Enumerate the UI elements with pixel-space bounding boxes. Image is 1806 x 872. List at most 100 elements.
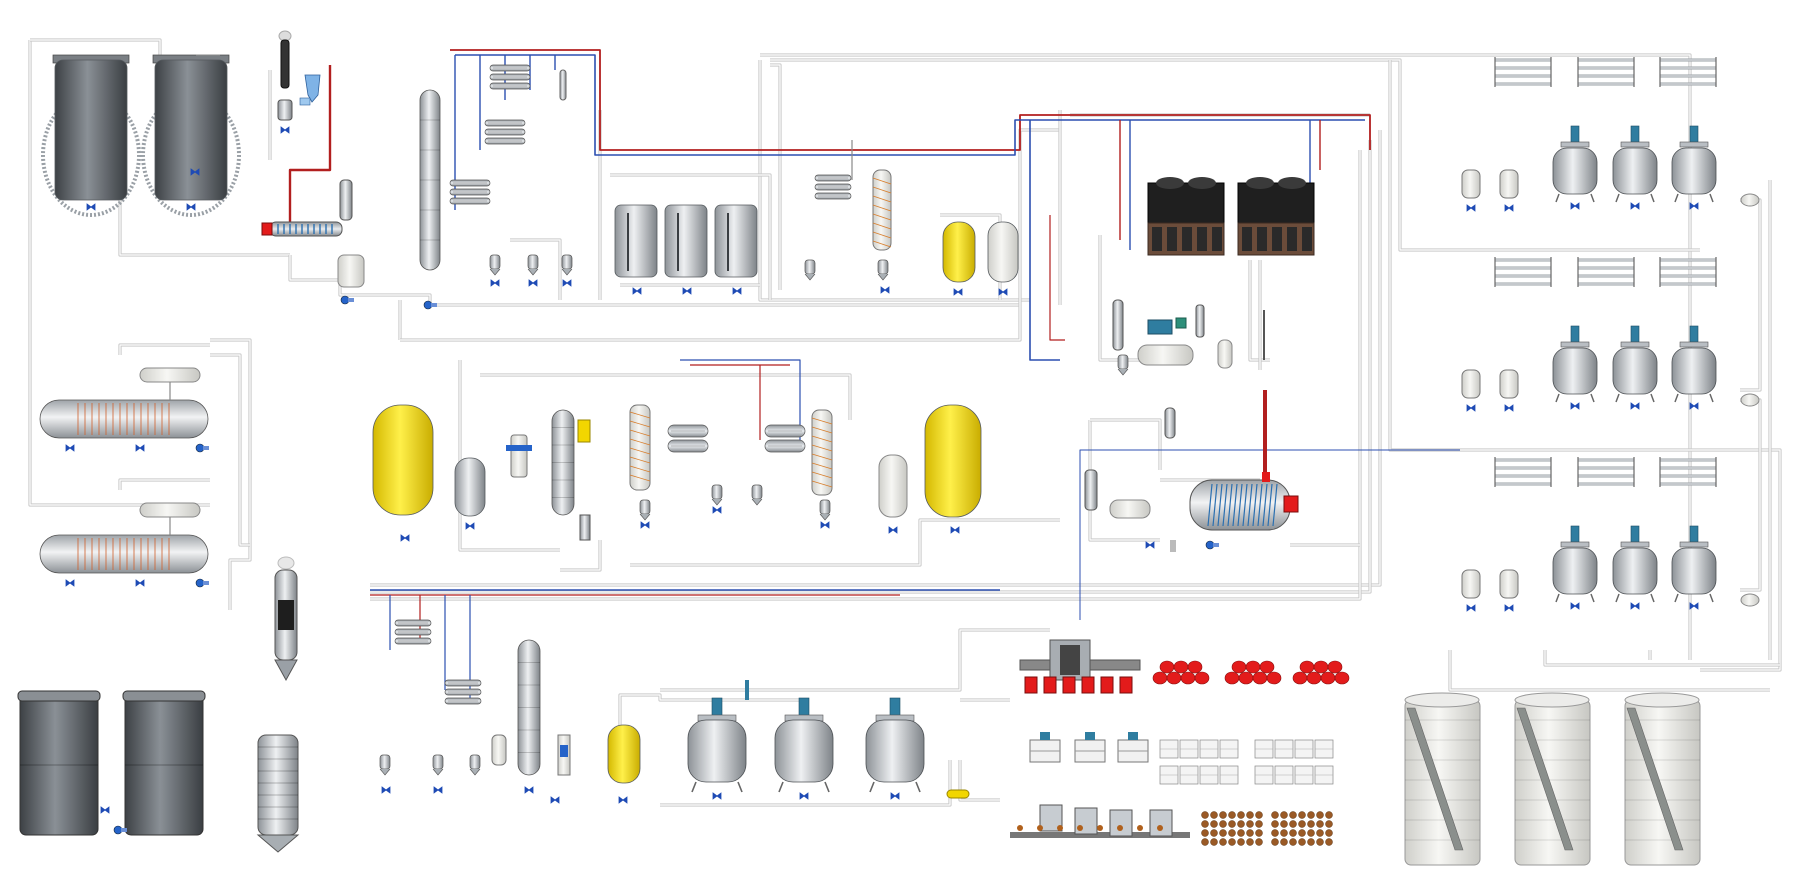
horizontal-vessel-1 xyxy=(39,367,209,439)
valve-icon xyxy=(1630,602,1640,610)
stripper-3-packing xyxy=(811,435,833,443)
reactor-1-3-cover xyxy=(1679,341,1709,348)
reactor-0-1 xyxy=(1552,125,1598,203)
stripper-packing xyxy=(872,195,892,203)
intermediate-tank-1 xyxy=(614,204,658,278)
stripper-3-valve xyxy=(820,521,830,529)
product-can-icon xyxy=(1237,811,1245,819)
reactor-1-2 xyxy=(1612,325,1658,403)
reactor-0-2-cover xyxy=(1620,141,1650,148)
stub-2 xyxy=(560,540,602,572)
feed-tank-valve xyxy=(86,203,96,211)
condenser-stack-1b-hx xyxy=(484,137,526,145)
preheater-3-band xyxy=(560,745,568,757)
valve-icon xyxy=(1466,604,1476,612)
tube-bank-a-2 xyxy=(1494,457,1552,487)
horizontal-vessel-2 xyxy=(39,502,209,574)
product-can-icon xyxy=(1316,811,1324,819)
distillation-column-3 xyxy=(517,639,541,776)
valve-icon xyxy=(618,796,628,804)
horizontal-vessel-shell xyxy=(39,399,209,439)
distill2-bottom-line-core xyxy=(630,519,1060,566)
stripper-receiver-1 xyxy=(804,259,816,281)
reactor-0-2 xyxy=(1612,125,1658,203)
valve-icon xyxy=(186,203,196,211)
pump-motor-icon xyxy=(203,581,209,585)
distill2-left-line-core xyxy=(459,360,560,551)
yellow-tank-top xyxy=(942,221,976,283)
cyclone xyxy=(304,74,321,103)
stripper-3-packing xyxy=(811,453,833,461)
stripper-2-packing xyxy=(629,438,651,446)
filter-housing xyxy=(1740,593,1760,607)
boiler-area xyxy=(1084,407,1299,552)
reactor-1-2-leg xyxy=(1650,393,1655,403)
reactor-2-1-outlet-valve xyxy=(1570,602,1580,610)
stripper-packing xyxy=(872,177,892,185)
louver xyxy=(1242,227,1252,251)
feed-out-valve xyxy=(190,168,200,176)
pump-motor-icon xyxy=(203,446,209,450)
product-can-icon xyxy=(1219,838,1227,846)
hv-valve xyxy=(65,444,75,452)
valve-icon xyxy=(1570,602,1580,610)
pipe-network xyxy=(28,38,1782,807)
product-can-icon xyxy=(1289,820,1297,828)
stripper-receiver-1-cone xyxy=(804,273,816,281)
receiver-valve xyxy=(528,279,538,287)
condenser-stack-3b-hx xyxy=(444,697,482,705)
column-3-receiver-1 xyxy=(379,754,391,776)
boiler-coil xyxy=(1242,483,1248,527)
bottom-reactor-3-motor xyxy=(889,697,901,717)
distillation-column-1 xyxy=(419,89,441,271)
stripper-2-packing xyxy=(629,474,651,482)
stripper-3-packing xyxy=(811,417,833,425)
column-3-valve xyxy=(524,786,534,794)
bottom-reactor-2 xyxy=(774,697,834,793)
hot-line xyxy=(288,65,332,232)
valve-icon xyxy=(1630,202,1640,210)
valve-icon xyxy=(1630,402,1640,410)
reactor-2-1-leg xyxy=(1555,593,1560,603)
cold-return-line xyxy=(1029,120,1060,361)
boiler-trap xyxy=(1170,540,1176,552)
weigh-tank-valve xyxy=(1466,404,1476,412)
tube-bank-b-0 xyxy=(1577,57,1635,87)
bottom-left-tank-2 xyxy=(122,690,206,836)
stripper-packing xyxy=(872,204,892,212)
tube-bank-b-2 xyxy=(1577,457,1635,487)
column-3-receiver-3-body xyxy=(469,754,481,770)
yellow-tank-large-1 xyxy=(372,404,434,516)
dryer-valve xyxy=(280,126,290,134)
column-3-receiver-1-body xyxy=(379,754,391,770)
atomizer-cone xyxy=(274,659,298,682)
distillation-column-3-shell xyxy=(517,639,541,776)
product-can-icon xyxy=(1201,838,1209,846)
valve-icon xyxy=(190,168,200,176)
cooling-tower-top-2 xyxy=(1237,182,1315,224)
storage-line-2 xyxy=(1543,650,1780,667)
condenser-stack-1a-hx xyxy=(489,64,531,72)
dome-vessel xyxy=(139,367,201,383)
product-can-icon xyxy=(1255,829,1263,837)
distill2-top-line xyxy=(480,373,852,420)
reactor-2-2-outlet-valve xyxy=(1630,602,1640,610)
product-receiver-1-cone xyxy=(489,268,501,276)
product-can-icon xyxy=(1246,829,1254,837)
distillation-column-2 xyxy=(551,409,575,516)
reactor-feed-line-core xyxy=(619,694,800,750)
reactor-1-1-motor xyxy=(1570,325,1580,343)
red-drum-icon xyxy=(1081,676,1095,694)
bottling-machine xyxy=(1109,809,1133,837)
reboiler-3 xyxy=(491,734,507,766)
reactor-2-1-motor xyxy=(1570,525,1580,543)
product-can-icon xyxy=(1210,811,1218,819)
compressor-icon xyxy=(1147,319,1173,335)
reactor-1-3-leg xyxy=(1674,393,1679,403)
white-tank-roof xyxy=(1624,692,1700,708)
hv-pump-icon xyxy=(195,443,209,453)
atomizer-band xyxy=(278,600,294,630)
reactor-2-3-leg xyxy=(1674,593,1679,603)
weigh-tank-valve xyxy=(1504,404,1514,412)
